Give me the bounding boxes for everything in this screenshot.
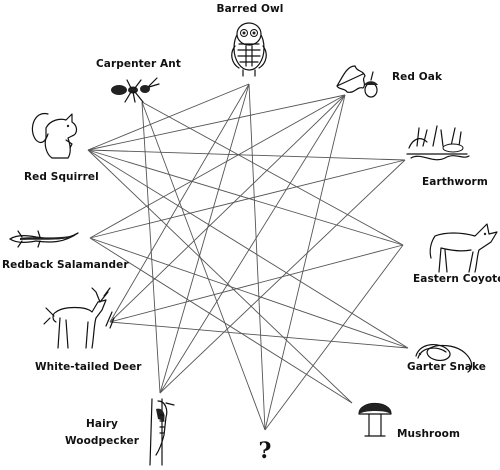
red-squirrel-label: Red Squirrel (24, 171, 99, 183)
connection-owl-mystery (248, 83, 266, 431)
hairy-woodpecker-label-line1: Hairy (86, 418, 118, 430)
garter-snake-node: Garter Snake (407, 344, 486, 373)
oak-leaf-acorn-icon (336, 65, 378, 98)
connection-oak-deer (109, 94, 346, 323)
connection-mushroom-salamander (89, 237, 353, 404)
woodpecker-icon (149, 398, 175, 466)
red-oak-node: Red Oak (336, 65, 443, 98)
connection-coyote-squirrel (87, 149, 404, 246)
question-icon: ? (259, 438, 272, 464)
salamander-icon (9, 230, 79, 248)
connection-squirrel-snake (87, 149, 409, 349)
earthworm-label: Earthworm (422, 176, 488, 188)
connection-oak-salamander (89, 94, 346, 239)
redback-salamander-node: Redback Salamander (2, 230, 129, 271)
connection-coyote-deer (109, 244, 404, 323)
mystery-node: ? (259, 438, 272, 464)
mushroom-node: Mushroom (358, 402, 460, 440)
connection-salamander-snake (89, 237, 409, 349)
carpenter-ant-label: Carpenter Ant (96, 58, 181, 70)
earthworm-icon (406, 125, 470, 161)
squirrel-icon (31, 112, 78, 159)
connection-woodpecker-oak (159, 94, 346, 394)
white-tailed-deer-label: White-tailed Deer (35, 361, 142, 373)
barred-owl-node: Barred Owl (217, 3, 284, 77)
hairy-woodpecker-node: Hairy Woodpecker (65, 398, 175, 466)
connection-oak-mystery (264, 94, 346, 431)
coyote-icon (429, 223, 498, 273)
owl-icon (231, 22, 267, 77)
eastern-coyote-label: Eastern Coyote (413, 273, 500, 285)
eastern-coyote-node: Eastern Coyote (413, 223, 500, 285)
connection-coyote-mystery (264, 244, 404, 431)
connection-lines (87, 83, 409, 431)
ant-icon (111, 77, 160, 103)
connection-snake-deer (109, 321, 409, 349)
connection-squirrel-mushroom (87, 149, 353, 404)
connection-worm-salamander (89, 159, 406, 239)
earthworm-node: Earthworm (406, 125, 488, 188)
barred-owl-label: Barred Owl (217, 3, 284, 15)
connection-squirrel-oak (87, 94, 346, 151)
white-tailed-deer-node: White-tailed Deer (35, 287, 142, 373)
red-oak-label: Red Oak (392, 71, 443, 83)
hairy-woodpecker-label-line2: Woodpecker (65, 435, 140, 447)
deer-icon (43, 287, 115, 349)
connection-ant-woodpecker (141, 101, 161, 394)
connection-owl-woodpecker (159, 83, 250, 394)
snake-icon (415, 344, 473, 373)
red-squirrel-node: Red Squirrel (24, 112, 99, 183)
connection-ant-coyote (141, 101, 404, 246)
connection-mystery-ant (141, 101, 266, 431)
redback-salamander-label: Redback Salamander (2, 259, 129, 271)
mushroom-label: Mushroom (397, 428, 460, 440)
connection-squirrel-worm (87, 149, 406, 161)
carpenter-ant-node: Carpenter Ant (96, 58, 181, 103)
mushroom-icon (358, 402, 392, 437)
garter-snake-label: Garter Snake (407, 361, 486, 373)
